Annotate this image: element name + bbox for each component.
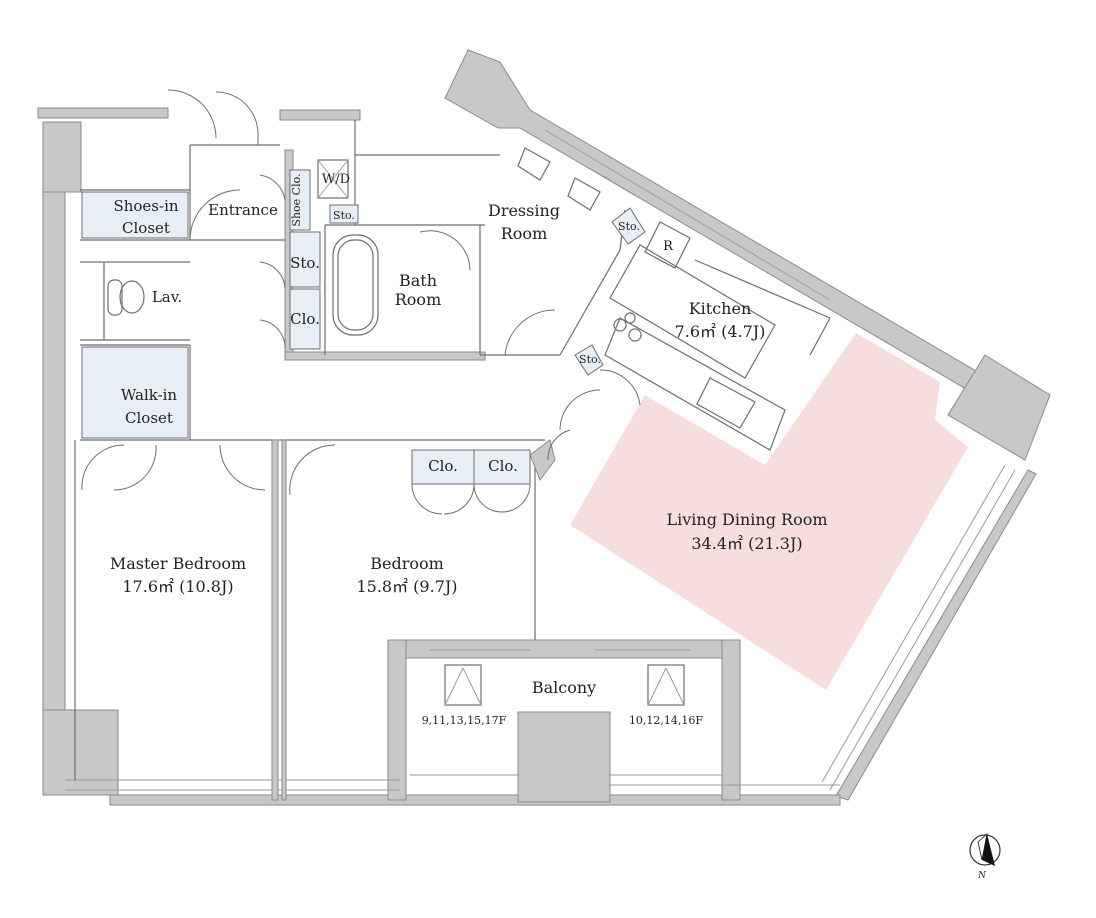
kitchen-label-1: Kitchen <box>689 299 752 318</box>
living-dining-room-label-2: 34.4㎡ (21.3J) <box>691 534 802 553</box>
lav-label: Lav. <box>152 288 182 306</box>
shoe-clo-box <box>289 169 311 231</box>
walk-in-closet-label-2: Closet <box>125 409 173 427</box>
sto-wd-box <box>329 204 359 224</box>
walk-in-closet-label-1: Walk-in <box>121 386 178 404</box>
toilet <box>107 279 123 316</box>
shoes-in-closet-label-1: Shoes-in <box>113 197 178 215</box>
bath-room-label-2: Room <box>395 290 441 309</box>
floors-left-label: 9,11,13,15,17F <box>422 714 507 727</box>
exterior-walls <box>37 49 1051 806</box>
clo-bedroom-1-box <box>411 449 475 485</box>
wd-label: W/D <box>322 172 350 187</box>
sto-wd-label: Sto. <box>333 209 355 222</box>
sto-kitchen-box <box>574 344 604 376</box>
clo-bedroom-2-label: Clo. <box>488 457 518 475</box>
stove-burner <box>613 318 627 332</box>
balcony-label: Balcony <box>532 678 596 697</box>
interior-walls <box>74 120 831 801</box>
dressing-room-label-1: Dressing <box>488 201 560 220</box>
ac-unit-right <box>647 664 685 706</box>
clo-hall-box <box>289 288 321 350</box>
sto-dressing-box <box>611 207 646 245</box>
bedroom-label-2: 15.8㎡ (9.7J) <box>356 577 457 596</box>
clo-hall-label: Clo. <box>290 310 320 328</box>
bathtub <box>332 234 379 336</box>
entrance-label: Entrance <box>208 201 278 219</box>
shoes-in-closet-label-2: Closet <box>122 219 170 237</box>
kitchen-sink <box>696 377 756 429</box>
bedroom-label-1: Bedroom <box>370 554 444 573</box>
living-dining-room-label-1: Living Dining Room <box>666 510 827 529</box>
compass: N <box>969 832 1001 881</box>
living-room-highlight <box>570 333 968 690</box>
shoes-in-closet-box <box>81 191 189 239</box>
refrigerator-box <box>644 221 691 269</box>
sto-hall-box <box>289 231 321 288</box>
closets <box>81 169 646 485</box>
floors-right-label: 10,12,14,16F <box>629 714 703 727</box>
dressing-room-label-2: Room <box>501 224 547 243</box>
window-lines <box>65 129 1016 791</box>
refrigerator-label: R <box>663 239 674 254</box>
master-bedroom-label-2: 17.6㎡ (10.8J) <box>122 577 233 596</box>
doors <box>81 89 641 515</box>
walk-in-closet-box <box>81 346 189 439</box>
sto-kitchen-label: Sto. <box>579 353 601 366</box>
sto-dressing-label: Sto. <box>618 220 640 233</box>
clo-bedroom-2-box <box>473 449 531 485</box>
master-bedroom-label-1: Master Bedroom <box>110 554 246 573</box>
compass-needle <box>982 834 995 866</box>
shoe-clo-label: Shoe Clo. <box>290 173 303 226</box>
wd-box <box>317 159 349 199</box>
ac-unit-left <box>444 664 482 706</box>
bath-room-label-1: Bath <box>399 271 437 290</box>
fixtures <box>107 147 756 706</box>
kitchen-label-2: 7.6㎡ (4.7J) <box>675 322 766 341</box>
compass-label: N <box>977 871 987 881</box>
clo-bedroom-1-label: Clo. <box>428 457 458 475</box>
sto-hall-label: Sto. <box>290 254 320 272</box>
